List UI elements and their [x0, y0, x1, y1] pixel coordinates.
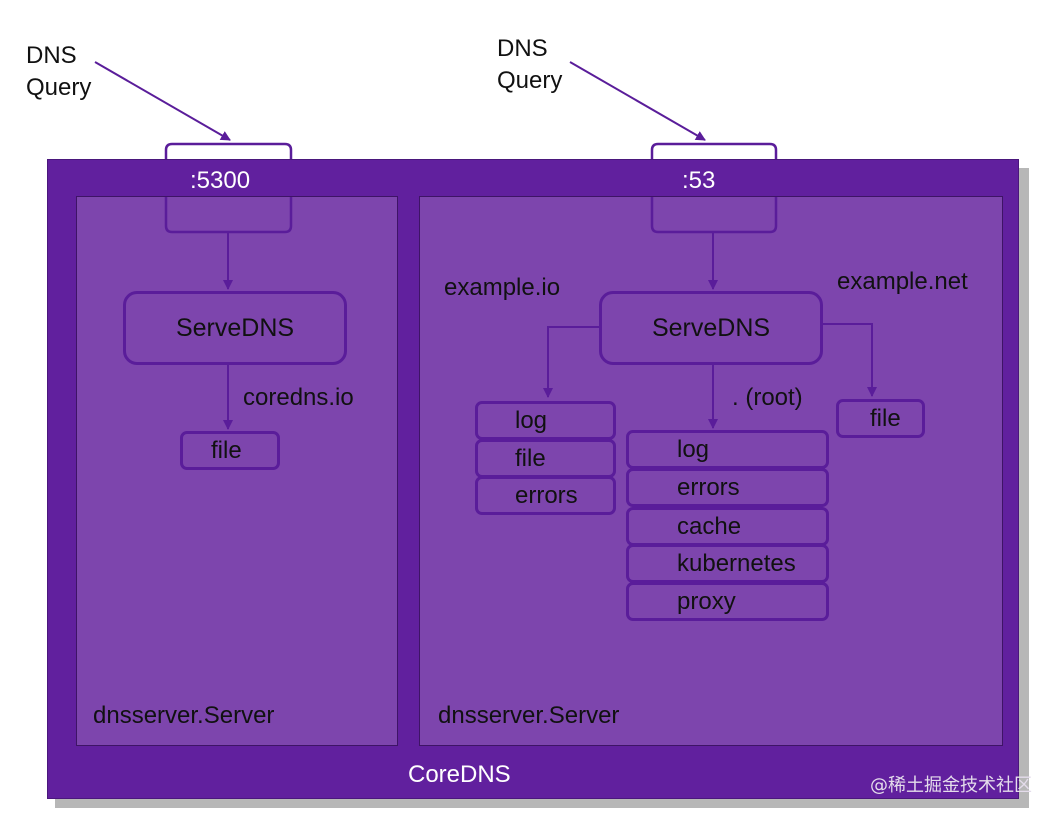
plugin-file-left-label: file: [211, 437, 242, 464]
plugin-file-left: file: [180, 431, 280, 470]
servedns-box-right: ServeDNS: [599, 291, 823, 365]
plugin-cache-root: cache: [626, 507, 829, 546]
plugin-file-io: file: [475, 439, 616, 478]
plugin-file-net: file: [836, 399, 925, 438]
plugin-proxy-root: proxy: [626, 582, 829, 621]
port-label-53: :53: [682, 167, 716, 194]
plugin-errors-root-label: errors: [677, 474, 740, 501]
dnsserver-label-left: dnsserver.Server: [93, 702, 275, 729]
plugin-log-io-label: log: [515, 407, 548, 434]
port-listener-left-bottom: [164, 197, 293, 234]
servedns-label-left: ServeDNS: [175, 313, 295, 342]
plugin-proxy-root-label: proxy: [677, 588, 736, 615]
plugin-cache-root-label: cache: [677, 513, 742, 540]
query-arrow-left: [94, 61, 231, 141]
zone-label-root: . (root): [732, 384, 803, 411]
plugin-errors-io-label: errors: [515, 482, 578, 509]
plugin-kubernetes-root-label: kubernetes: [677, 550, 796, 577]
dns-query-label-right: DNS Query: [497, 35, 563, 94]
arrow-serve-to-example-io: [543, 326, 601, 398]
port-listener-right-top: [650, 142, 778, 159]
dnsserver-left: [76, 196, 398, 746]
query-arrow-right: [569, 61, 706, 141]
zone-label-coredns-io: coredns.io: [243, 384, 354, 411]
servedns-box-left: ServeDNS: [123, 291, 347, 365]
coredns-label: CoreDNS: [408, 761, 511, 788]
plugin-file-net-label: file: [870, 405, 901, 432]
arrow-serve-to-example-net: [822, 323, 877, 397]
zone-label-example-net: example.net: [837, 268, 968, 295]
plugin-errors-root: errors: [626, 468, 829, 507]
dnsserver-label-right: dnsserver.Server: [438, 702, 620, 729]
port-listener-left-top: [164, 142, 293, 159]
plugin-errors-io: errors: [475, 476, 616, 515]
plugin-log-root: log: [626, 430, 829, 469]
zone-label-example-io: example.io: [444, 274, 561, 301]
dns-query-label-left: DNS Query: [26, 42, 92, 101]
plugin-file-io-label: file: [515, 445, 546, 472]
plugin-log-io: log: [475, 401, 616, 440]
port-listener-right-bottom: [650, 197, 778, 234]
watermark-text: @稀土掘金技术社区: [870, 775, 1032, 796]
plugin-log-root-label: log: [677, 436, 710, 463]
servedns-label-right: ServeDNS: [651, 313, 771, 342]
plugin-kubernetes-root: kubernetes: [626, 544, 829, 583]
port-label-5300: :5300: [190, 167, 251, 194]
